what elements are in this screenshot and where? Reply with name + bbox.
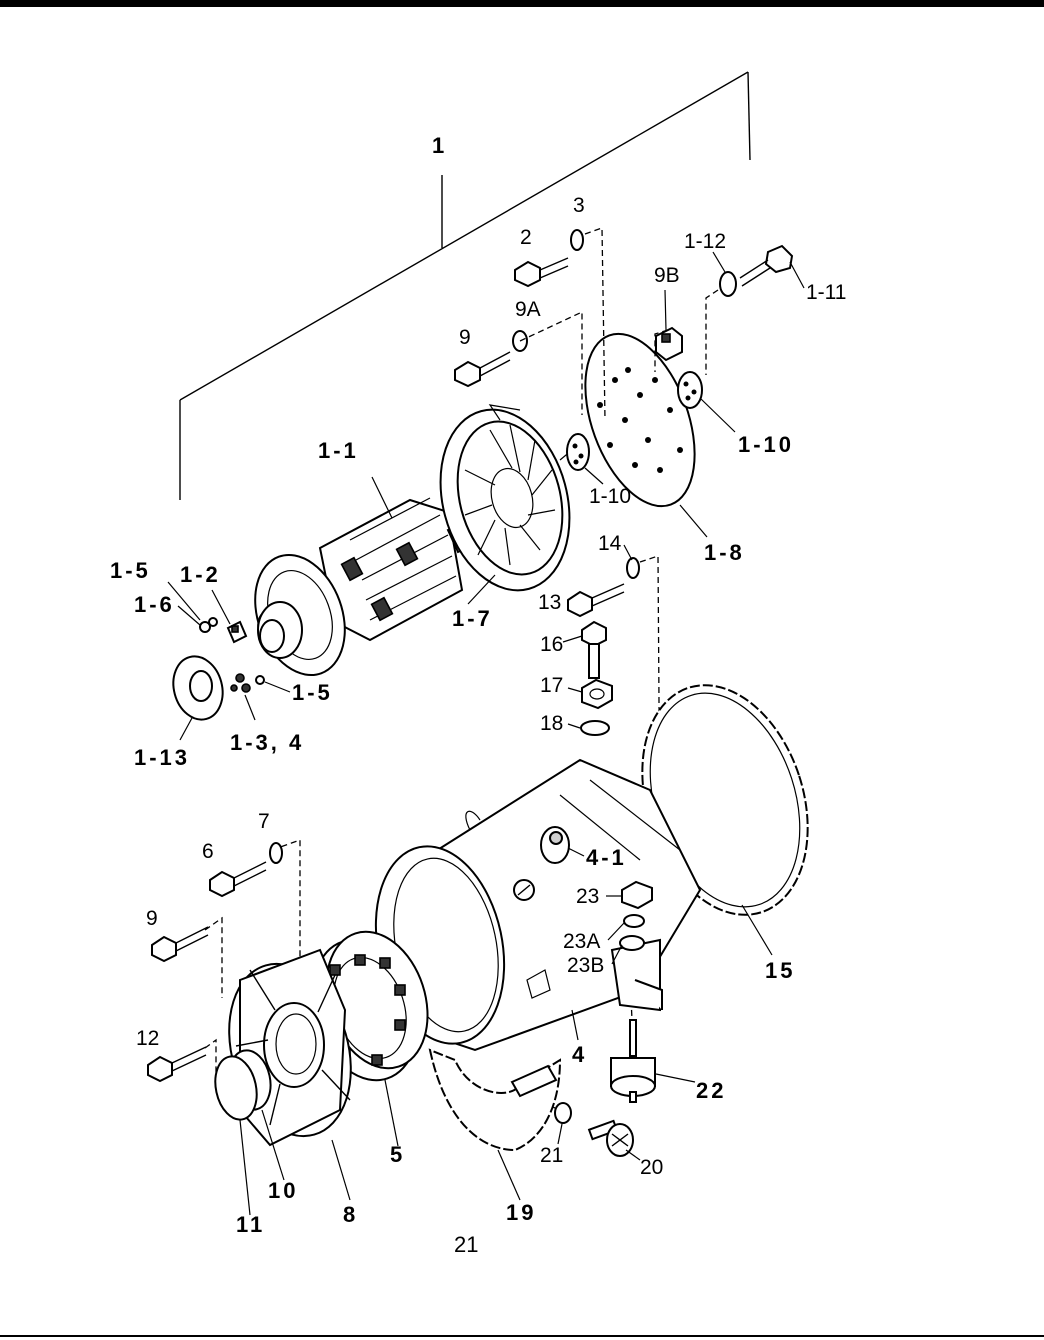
callout-18: 18 (540, 712, 563, 735)
callout-6: 6 (202, 840, 214, 863)
callout-23a: 23A (563, 930, 600, 953)
callout-4-1: 4-1 (586, 845, 627, 870)
nut-1-6 (199, 621, 211, 633)
callout-20: 20 (640, 1156, 663, 1179)
bearing-1-13 (172, 655, 224, 721)
callout-12: 12 (136, 1027, 159, 1050)
callout-1-5-lower: 1-5 (292, 680, 333, 705)
callout-1-11: 1-11 (806, 281, 846, 304)
brush-parts-1-3-4 (230, 673, 251, 693)
callout-9b: 9B (654, 264, 680, 287)
callout-16: 16 (540, 633, 563, 656)
coupling-disc (584, 332, 696, 508)
brush-holder-1-2 (226, 620, 248, 644)
bolt-6 (209, 861, 267, 898)
callout-1-12: 1-12 (684, 230, 726, 253)
callout-22: 22 (696, 1078, 726, 1103)
washer-1-12 (719, 271, 737, 297)
washer-18 (580, 720, 610, 736)
bolt-12 (147, 1046, 207, 1083)
disc-plate-left (566, 433, 590, 471)
callout-7: 7 (258, 810, 270, 833)
callout-1-6: 1-6 (134, 592, 175, 617)
callout-leaders (167, 251, 805, 1216)
callout-9-upper: 9 (459, 326, 471, 349)
washer-7 (269, 842, 283, 864)
callout-1: 1 (432, 133, 447, 158)
nut-23 (621, 880, 653, 910)
callout-1-2: 1-2 (180, 562, 221, 587)
callout-1-1: 1-1 (318, 438, 359, 463)
bolt-9-lower (151, 926, 209, 963)
callout-8: 8 (343, 1202, 358, 1227)
callout-9-lower: 9 (146, 907, 158, 930)
washer-14 (626, 557, 640, 579)
callout-1-8: 1-8 (704, 540, 745, 565)
bolt-1-11 (739, 244, 794, 287)
bracket-9b (655, 326, 683, 362)
bottom-border (0, 1335, 1044, 1337)
callout-5: 5 (390, 1142, 405, 1167)
washer-23a (623, 914, 645, 928)
nut-1-5-lower (255, 675, 265, 685)
cover-band-19 (428, 1048, 562, 1152)
callout-2: 2 (520, 226, 532, 249)
bolt-2 (514, 257, 569, 288)
screw-20 (587, 1119, 634, 1157)
callout-15: 15 (765, 958, 795, 983)
cover-11 (214, 1055, 258, 1121)
bolt-16 (581, 620, 607, 679)
callout-14: 14 (598, 532, 622, 555)
disc-plate-right (677, 371, 703, 409)
fan (439, 404, 579, 592)
callout-23: 23 (576, 885, 599, 908)
callout-1-10-left: 1-10 (589, 485, 631, 508)
washer-23b (619, 935, 645, 951)
bolt-9-upper (454, 351, 511, 388)
bolt-13 (567, 583, 625, 618)
assembly-bracket (179, 71, 751, 500)
callout-1-7: 1-7 (452, 606, 493, 631)
page-number: 21 (454, 1232, 478, 1257)
mount-22 (610, 1019, 656, 1103)
nut-17 (581, 678, 613, 710)
callout-1-13: 1-13 (134, 745, 190, 770)
callout-23b: 23B (567, 954, 604, 977)
callout-3: 3 (573, 194, 585, 217)
callout-21: 21 (540, 1144, 563, 1167)
callout-1-5-upper: 1-5 (110, 558, 151, 583)
callout-19: 19 (506, 1200, 536, 1225)
rotor-assembly (254, 497, 522, 677)
washer-21 (554, 1102, 572, 1124)
top-border (0, 0, 1044, 7)
callout-17: 17 (540, 674, 563, 697)
callout-4: 4 (572, 1042, 587, 1067)
callout-13: 13 (538, 591, 561, 614)
washer-3 (570, 229, 584, 251)
callout-labels: 1 2 3 1-12 1-11 9B 9A 9 1-10 1-1 1-10 1-… (110, 133, 846, 1237)
nut-1-5-upper (208, 617, 218, 627)
callout-10: 10 (268, 1178, 298, 1203)
callout-11: 11 (236, 1212, 265, 1237)
callout-1-3-4: 1-3, 4 (230, 730, 304, 755)
callout-9a: 9A (515, 298, 541, 321)
callout-1-10-right: 1-10 (738, 432, 794, 457)
